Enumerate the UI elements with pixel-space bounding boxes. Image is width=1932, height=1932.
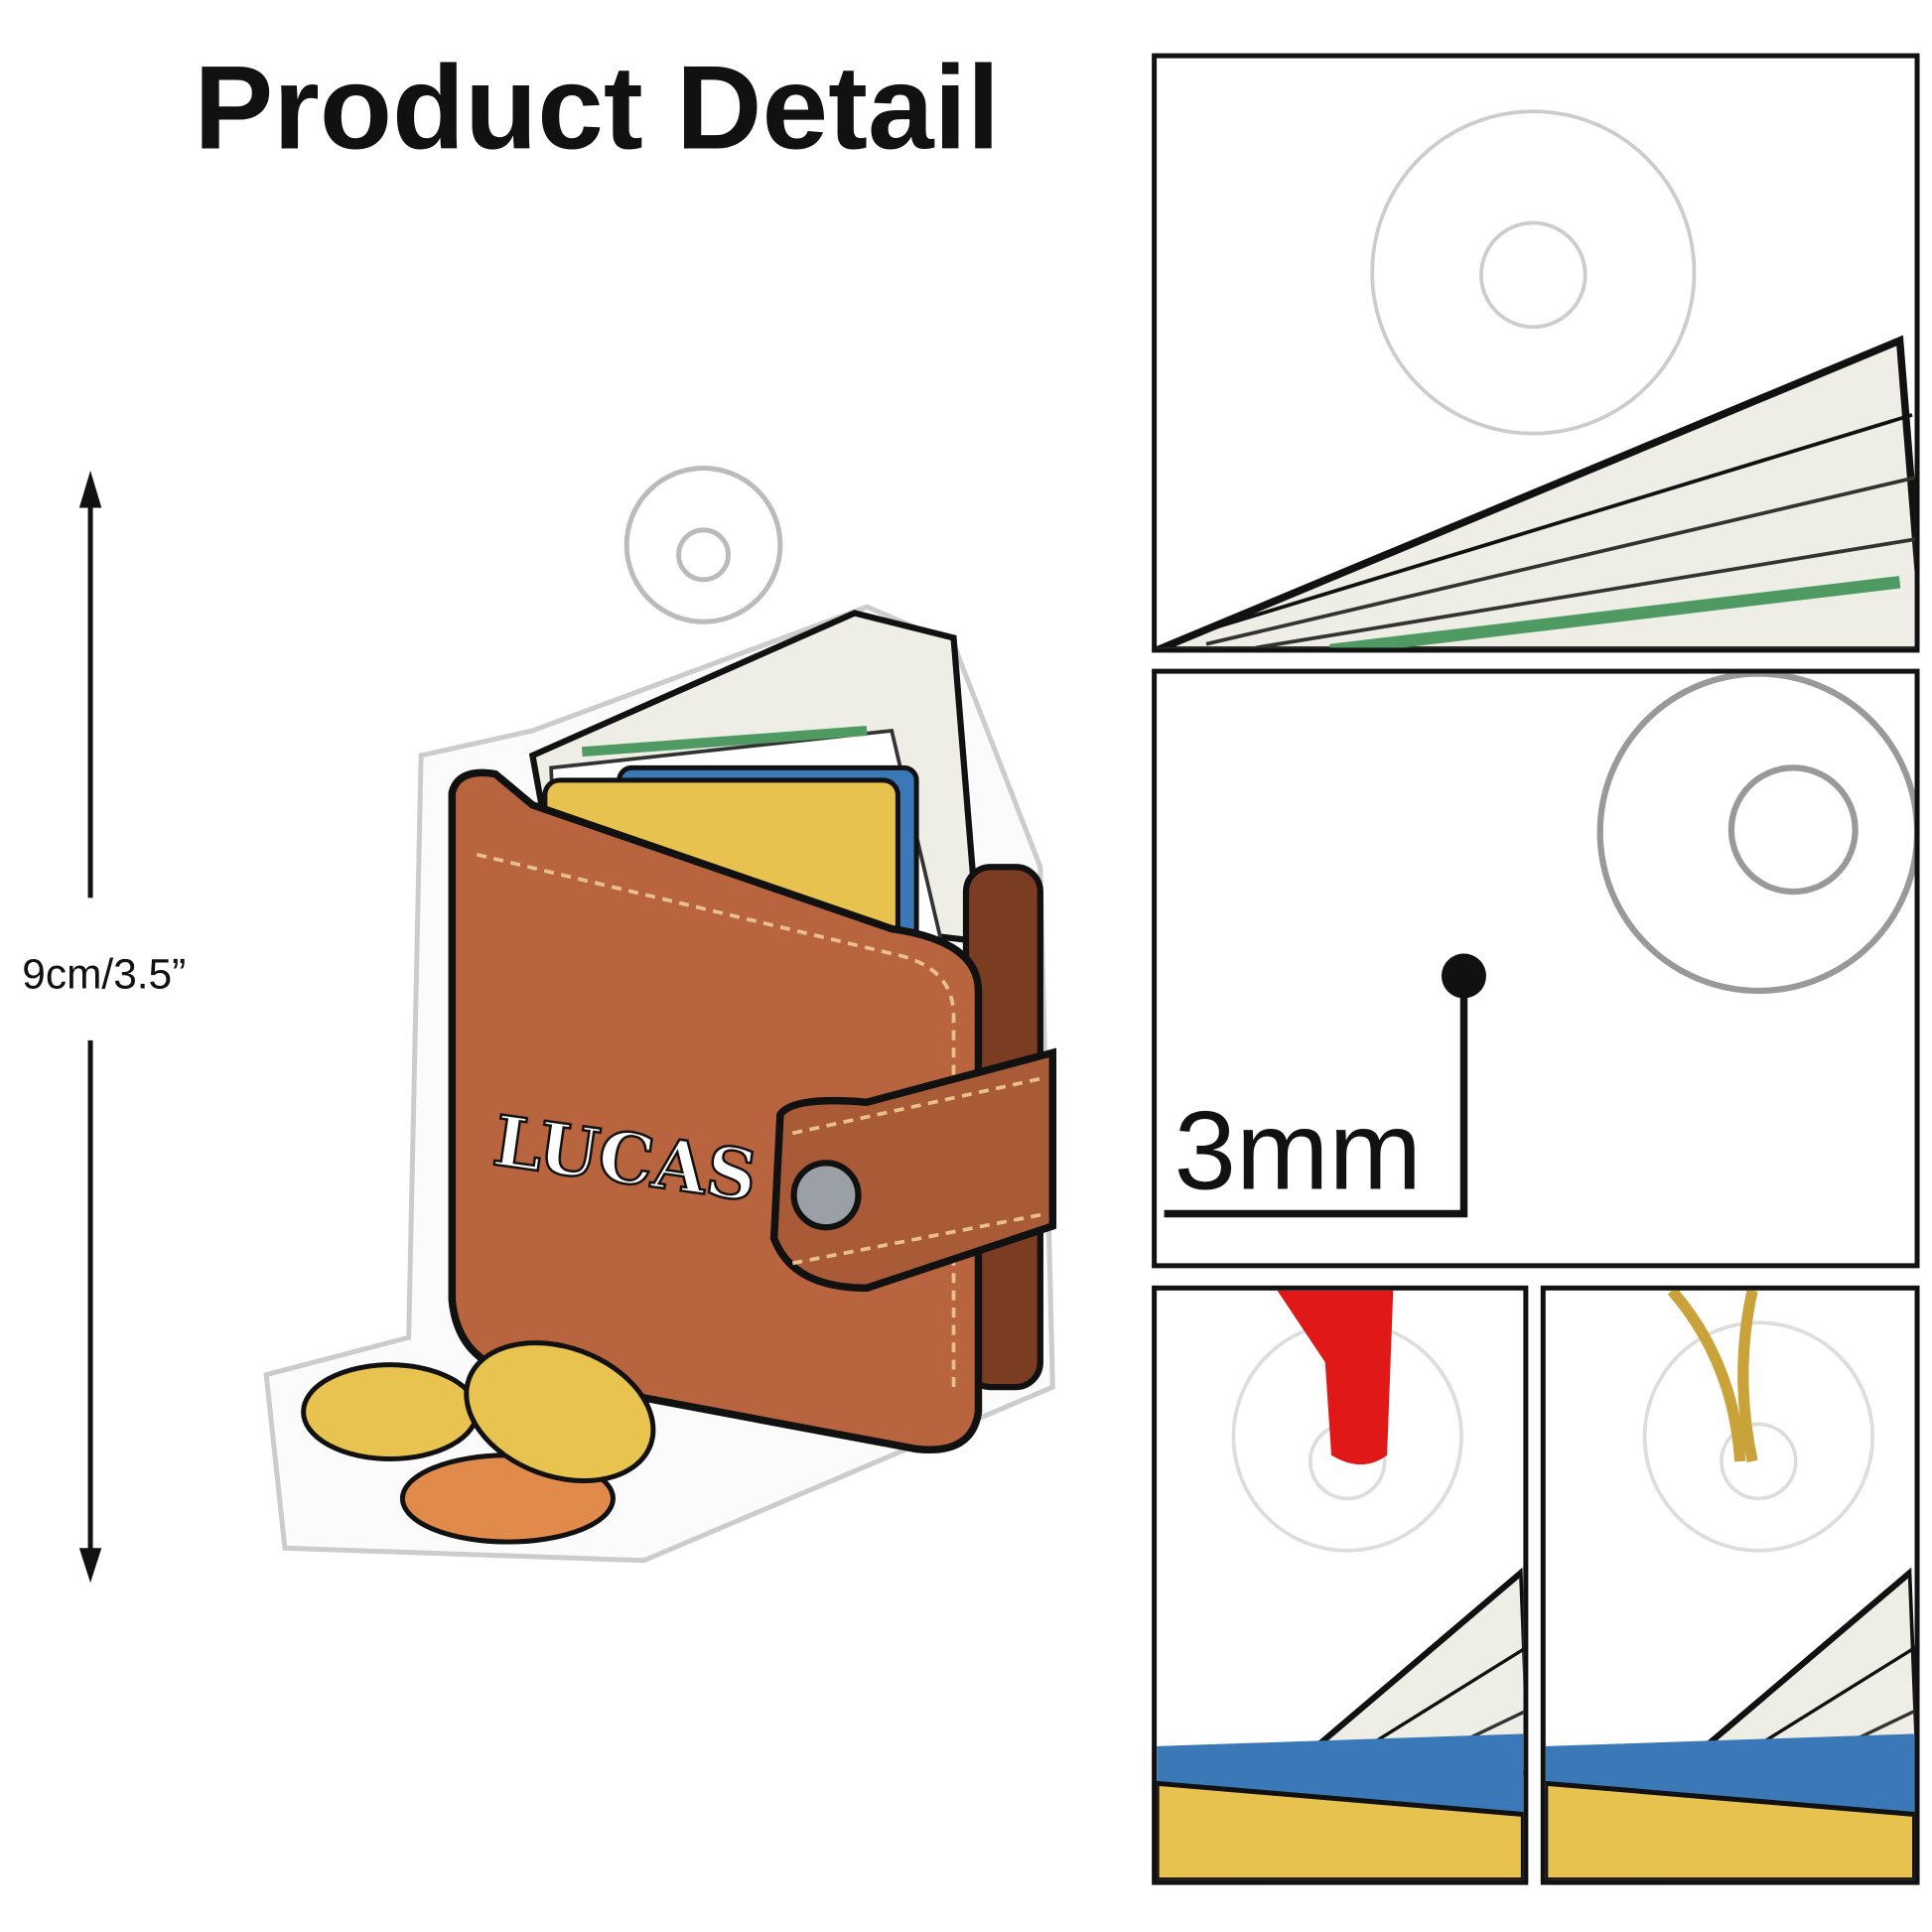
thickness-panel: 3mm bbox=[1152, 668, 1920, 1269]
height-label: 9cm/3.5” bbox=[22, 950, 186, 997]
page-title: Product Detail bbox=[194, 43, 1000, 175]
personalized-name: LUCAS bbox=[488, 1100, 761, 1217]
wallet-ornament-image: LUCAS bbox=[263, 466, 1057, 1564]
edge-closeup-panel bbox=[1152, 53, 1920, 653]
height-dimension-arrow bbox=[78, 471, 102, 1584]
measure-point-icon bbox=[1442, 953, 1486, 999]
gold-string-panel bbox=[1540, 1285, 1920, 1885]
red-ribbon-panel bbox=[1152, 1285, 1529, 1885]
thickness-label: 3mm bbox=[1174, 1088, 1422, 1213]
